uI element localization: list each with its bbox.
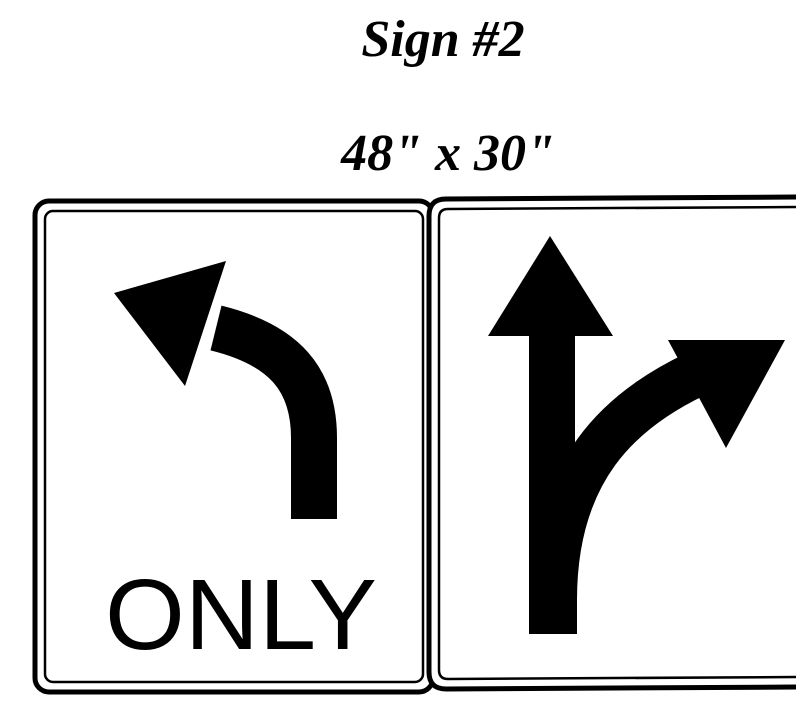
right-panel-inner-border: [437, 205, 796, 681]
through-and-right-arrow-icon: [488, 236, 785, 634]
sign-title: Sign #2: [361, 11, 525, 68]
sign-dimensions: 48" x 30": [341, 125, 555, 182]
only-legend: ONLY: [105, 559, 377, 671]
through-right-panel: [426, 194, 796, 692]
left-panel-inner-border: [43, 209, 425, 684]
left-turn-only-panel: ONLY: [32, 198, 436, 695]
left-turn-arrow-icon: [114, 261, 337, 519]
